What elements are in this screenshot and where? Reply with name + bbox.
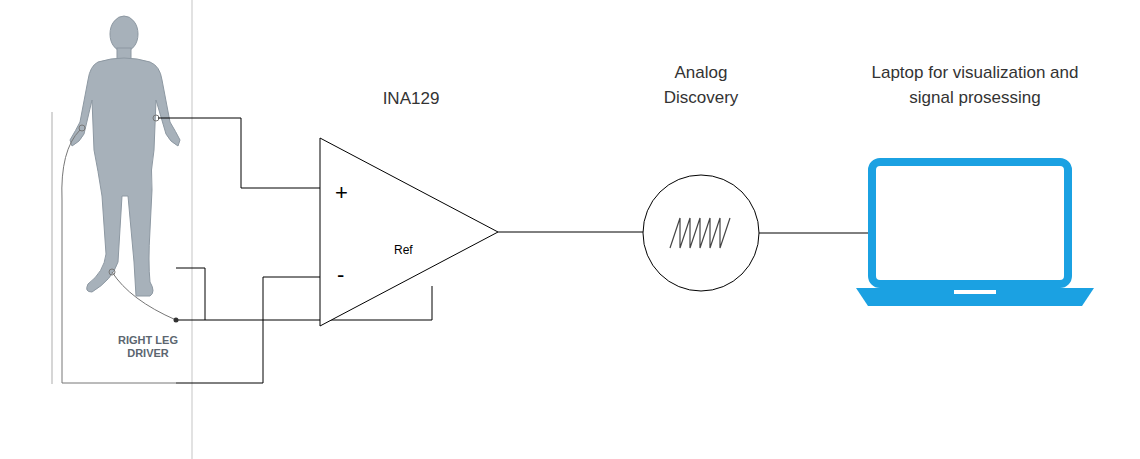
triangle-outline — [320, 138, 498, 326]
laptop-icon: Laptop for visualization and signal pros… — [850, 60, 1100, 312]
pin-label: - — [337, 262, 357, 287]
pin-label: Ref — [394, 244, 424, 258]
laptop-symbol — [850, 158, 1100, 310]
amplifier-symbol — [318, 136, 504, 328]
amplifier-triangle: INA129 — [318, 86, 504, 328]
instrument-symbol — [640, 172, 762, 294]
node-heading: INA129 — [318, 86, 504, 111]
sawtooth-icon — [670, 218, 730, 248]
signal-wire — [498, 232, 643, 233]
laptop-notch — [954, 290, 996, 294]
node-heading: Laptop for visualization and signal pros… — [850, 60, 1100, 110]
panel-line — [191, 0, 193, 459]
panel-line — [51, 112, 53, 384]
figure-caption: RIGHT LEG DRIVER — [106, 334, 190, 359]
laptop-screen — [872, 162, 1068, 284]
node-heading: Analog Discovery — [640, 60, 762, 110]
pin-label: + — [335, 180, 355, 205]
junction-dot — [174, 318, 179, 323]
signal-wire — [759, 233, 872, 234]
circle-outline — [643, 175, 759, 291]
human-figure — [70, 16, 180, 296]
instrument-circle: Analog Discovery — [640, 60, 762, 296]
laptop-base — [856, 288, 1094, 306]
